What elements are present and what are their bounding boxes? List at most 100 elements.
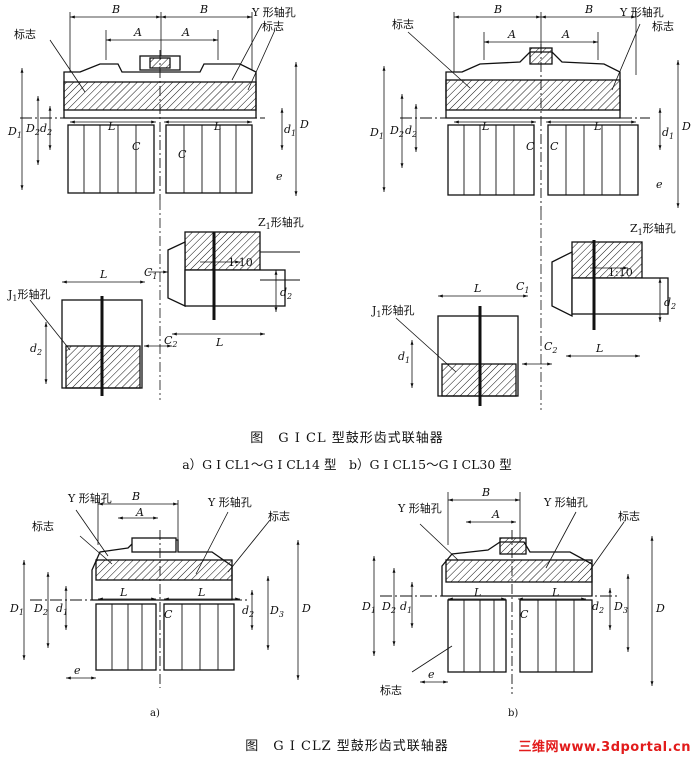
label-j1-sub: 1 bbox=[12, 294, 17, 303]
dim-d2-sub: 2 bbox=[411, 130, 417, 139]
dim-C1: C1 bbox=[144, 266, 158, 281]
dim-A: A bbox=[507, 28, 516, 41]
dim-d2-main: d bbox=[405, 124, 412, 137]
dim-A: A bbox=[133, 26, 142, 39]
label-mark: 标志 bbox=[14, 27, 36, 41]
dim-L: L bbox=[119, 586, 127, 599]
dim-D2-sub: 2 bbox=[42, 608, 48, 617]
dim-d2-main: d bbox=[664, 296, 671, 309]
dim-B: B bbox=[199, 3, 208, 16]
dim-C: C bbox=[164, 608, 173, 621]
dim-A: A bbox=[491, 508, 500, 521]
dim-D1-sub: 1 bbox=[371, 606, 376, 615]
dim-D2-sub: 2 bbox=[34, 128, 40, 137]
dim-D1-main: D bbox=[369, 126, 379, 139]
dim-D1-sub: 1 bbox=[17, 131, 22, 140]
dim-e: e bbox=[656, 178, 663, 191]
label-y-bore: Y 形轴孔 bbox=[251, 5, 296, 19]
label-j1-main: J bbox=[7, 288, 12, 301]
dim-D3-sub: 3 bbox=[279, 610, 284, 619]
figure2-caption: 图 G I CLZ 型鼓形齿式联轴器 bbox=[245, 739, 449, 754]
dim-d2: d2 bbox=[664, 296, 676, 311]
dim-D2-sub: 2 bbox=[390, 606, 396, 615]
dim-D3-sub: 3 bbox=[623, 606, 628, 615]
dim-D1-main: D bbox=[7, 125, 17, 138]
label-j1-rest: 形轴孔 bbox=[18, 287, 51, 301]
dim-D3: D3 bbox=[269, 604, 284, 619]
dim-d1-sub: 1 bbox=[63, 608, 68, 617]
drawing-labels: B B A A 标志 Y 形轴孔 标志 L L C C D1 D2 d2 d1 … bbox=[7, 3, 691, 697]
dim-C2-sub: 2 bbox=[171, 340, 177, 349]
dim-d2-main: d bbox=[280, 286, 287, 299]
label-mark: 标志 bbox=[268, 509, 290, 523]
label-taper: 1:10 bbox=[228, 256, 253, 269]
label-y-bore: Y 形轴孔 bbox=[397, 501, 442, 515]
dim-d1-main: d bbox=[400, 600, 407, 613]
dim-L: L bbox=[593, 120, 601, 133]
dim-L: L bbox=[213, 120, 221, 133]
dim-e: e bbox=[428, 668, 435, 681]
dim-D2-main: D bbox=[33, 602, 43, 615]
label-mark: 标志 bbox=[652, 19, 674, 33]
dim-d2-sub: 2 bbox=[248, 610, 254, 619]
dim-d2: d2 bbox=[242, 604, 254, 619]
dim-L: L bbox=[473, 282, 481, 295]
dim-d2-main: d bbox=[592, 600, 599, 613]
dim-C2-main: C bbox=[164, 334, 173, 347]
dim-B: B bbox=[481, 486, 490, 499]
dim-L: L bbox=[551, 586, 559, 599]
dim-C: C bbox=[526, 140, 535, 153]
coupling-gicl-b bbox=[382, 12, 680, 210]
label-z1-rest: 形轴孔 bbox=[643, 221, 676, 235]
dim-d1-sub: 1 bbox=[407, 606, 412, 615]
dim-C2: C2 bbox=[164, 334, 178, 349]
label-mark: 标志 bbox=[618, 509, 640, 523]
label-j1-sub: 1 bbox=[376, 310, 381, 319]
dim-D1-sub: 1 bbox=[19, 608, 24, 617]
dim-d1: d1 bbox=[662, 126, 674, 141]
label-z1-bore: Z1形轴孔 bbox=[630, 221, 676, 237]
dim-d2-sub: 2 bbox=[36, 348, 42, 357]
dim-d1: d1 bbox=[400, 600, 412, 615]
dim-D2-main: D bbox=[381, 600, 391, 613]
label-j1-bore: J1形轴孔 bbox=[7, 287, 51, 303]
label-j1-rest: 形轴孔 bbox=[382, 303, 415, 317]
dim-d2-sub: 2 bbox=[598, 606, 604, 615]
dim-d2-sub: 2 bbox=[46, 128, 52, 137]
detail-z1-j1-b bbox=[395, 210, 669, 410]
dim-D2: D2 bbox=[381, 600, 396, 615]
dim-D1: D1 bbox=[7, 125, 22, 140]
figure1-caption: 图 G I CL 型鼓形齿式联轴器 bbox=[250, 431, 444, 446]
dim-L: L bbox=[197, 586, 205, 599]
label-y-bore: Y 形轴孔 bbox=[67, 491, 112, 505]
dim-d1-main: d bbox=[662, 126, 669, 139]
dim-L: L bbox=[99, 268, 107, 281]
dim-d2-main: d bbox=[242, 604, 249, 617]
label-j1-main: J bbox=[371, 304, 376, 317]
dim-D: D bbox=[655, 602, 665, 615]
label-mark: 标志 bbox=[380, 683, 402, 697]
dim-D1-main: D bbox=[9, 602, 19, 615]
dim-C2-main: C bbox=[544, 340, 553, 353]
dim-C: C bbox=[520, 608, 529, 621]
dim-d1-main: d bbox=[56, 602, 63, 615]
watermark: 三维网www.3dportal.cn bbox=[518, 740, 691, 755]
label-y-bore: Y 形轴孔 bbox=[207, 495, 252, 509]
dim-C: C bbox=[132, 140, 141, 153]
dim-d1-main: d bbox=[398, 350, 405, 363]
dim-C1-main: C bbox=[144, 266, 153, 279]
figure2-sub-a: a) bbox=[150, 708, 160, 719]
dim-d1: d1 bbox=[398, 350, 410, 365]
figure1-subcaption: a）G I CL1～G I CL14 型 b）G I CL15～G I CL30… bbox=[182, 457, 512, 472]
label-z1-sub: 1 bbox=[638, 228, 643, 237]
dim-B: B bbox=[493, 3, 502, 16]
label-z1-bore: Z1形轴孔 bbox=[258, 215, 304, 231]
coupling-giclz-a bbox=[22, 500, 300, 688]
label-mark: 标志 bbox=[32, 519, 54, 533]
dim-d2: d2 bbox=[592, 600, 604, 615]
coupling-gicl-a bbox=[20, 12, 298, 200]
dim-C1: C1 bbox=[516, 280, 530, 295]
dim-C: C bbox=[178, 148, 187, 161]
dim-L: L bbox=[473, 586, 481, 599]
